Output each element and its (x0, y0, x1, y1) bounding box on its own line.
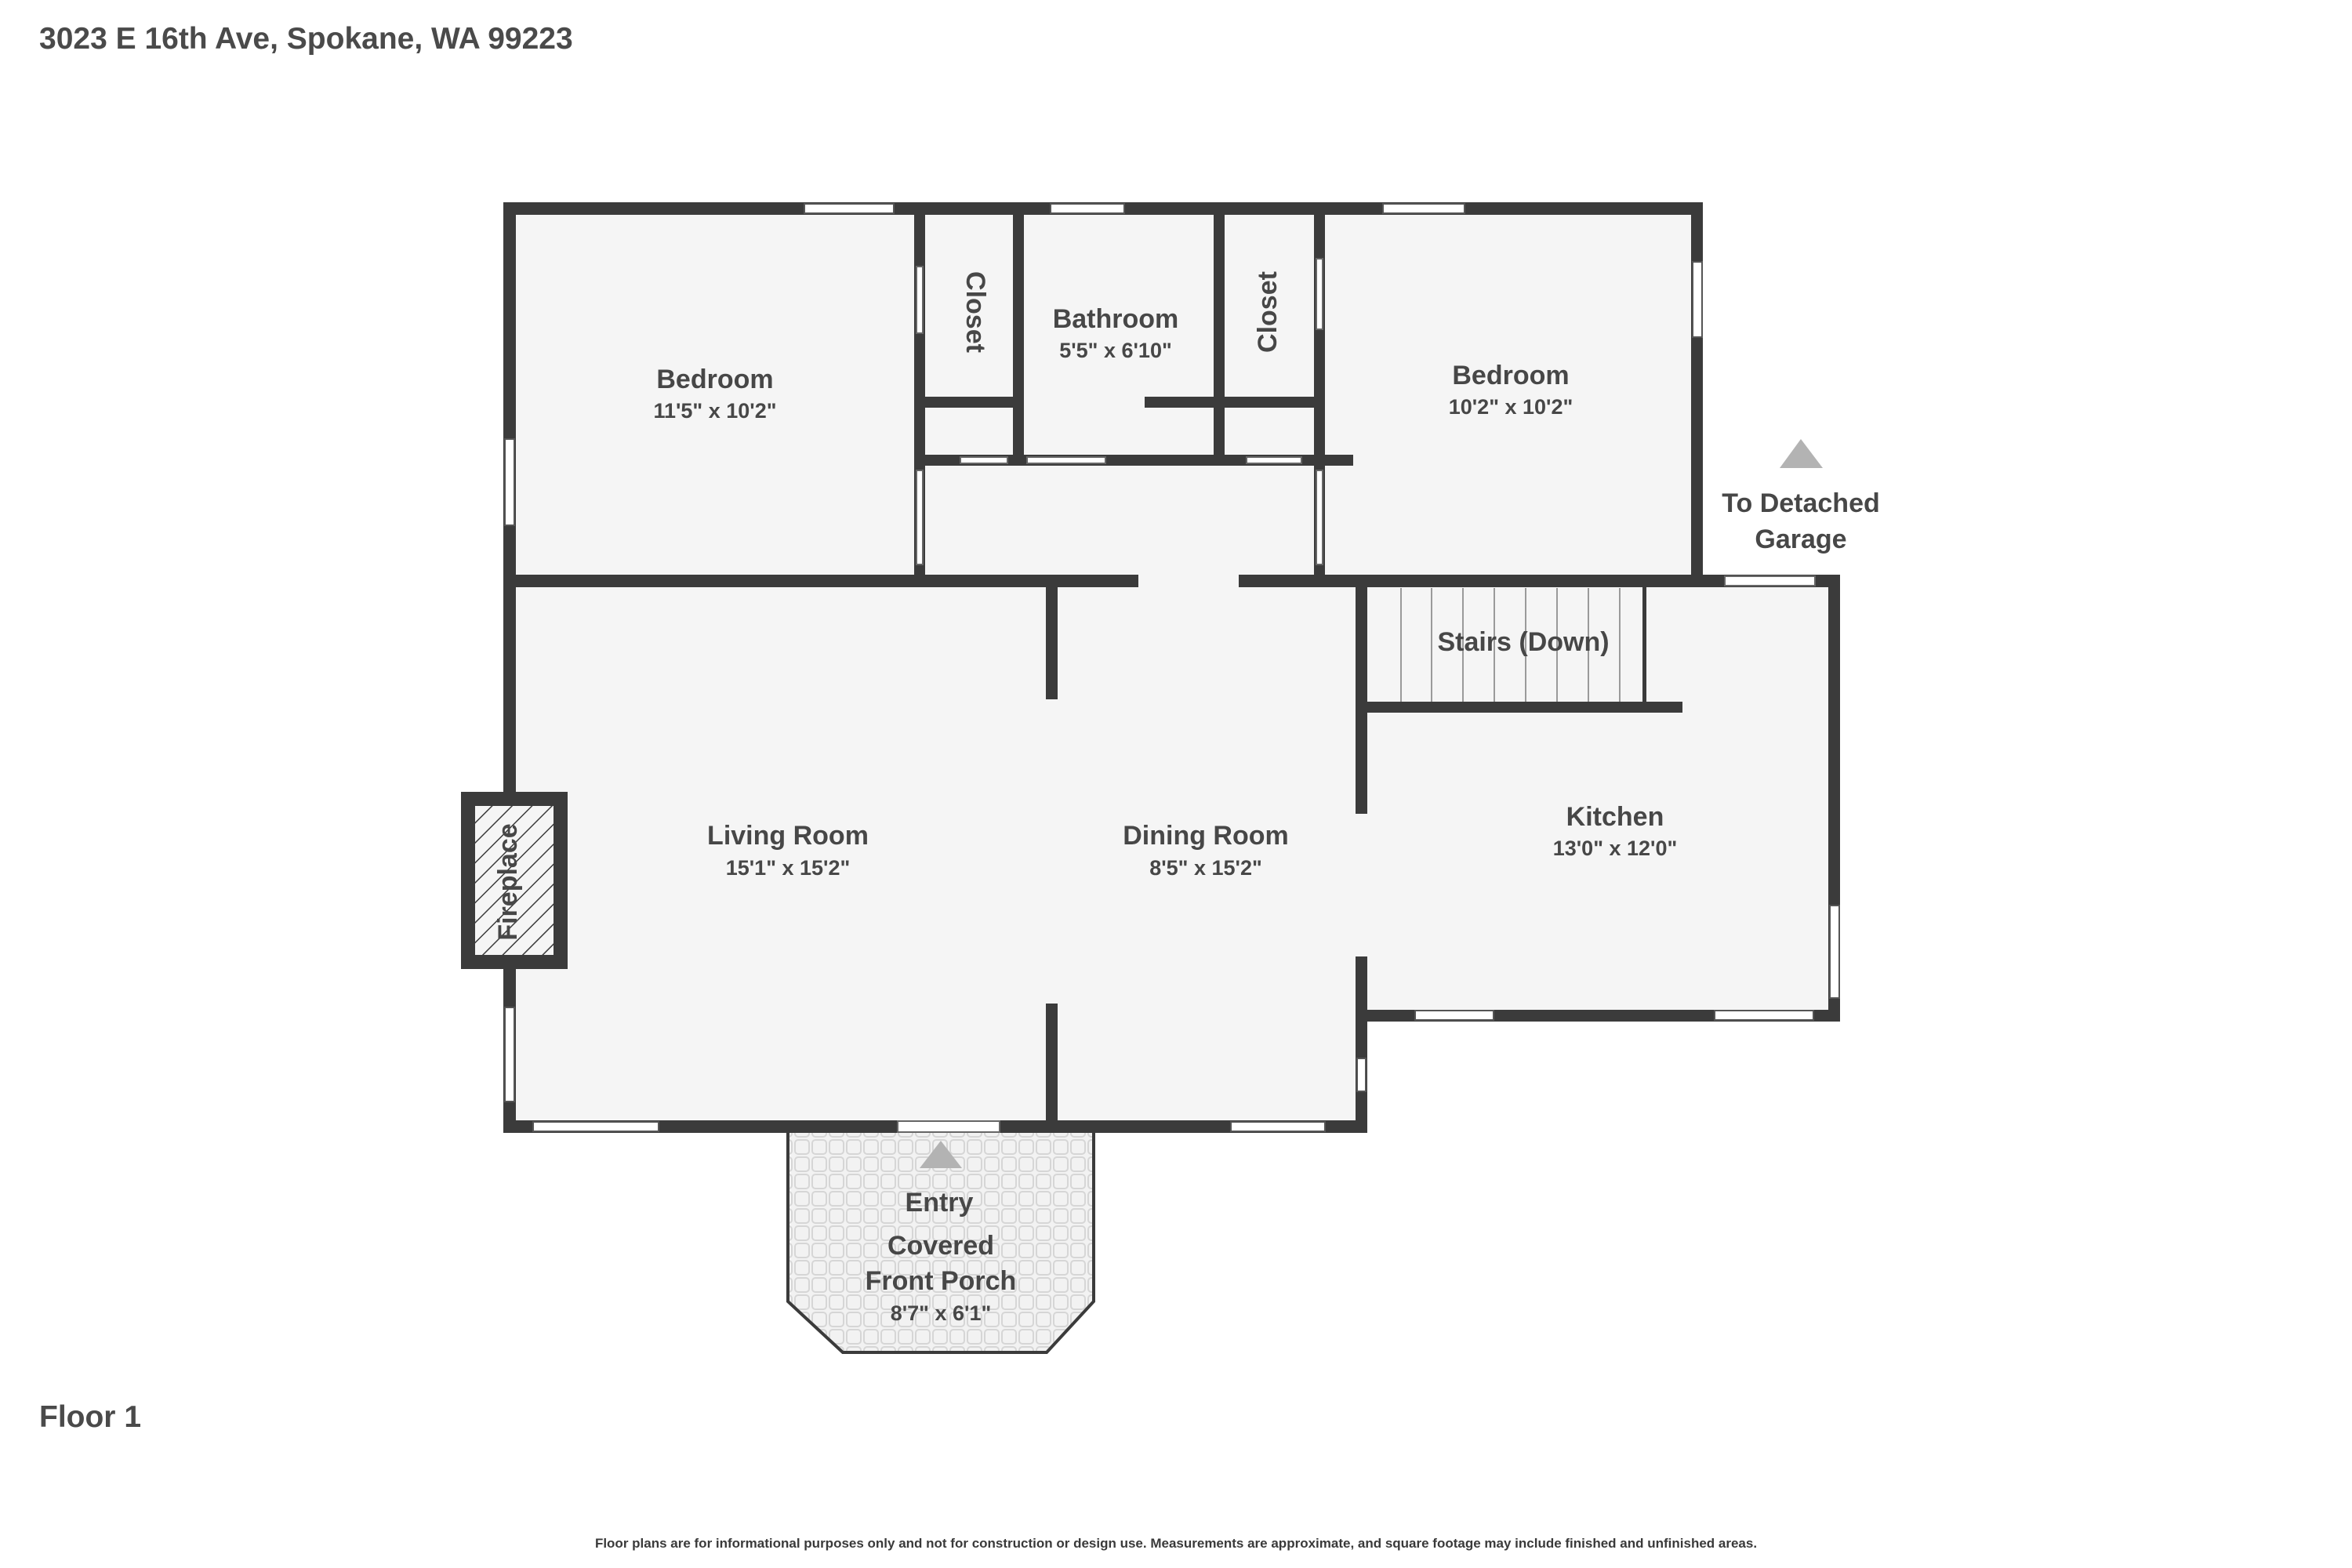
garage-label-line2: Garage (1755, 524, 1846, 554)
opening-edges (897, 258, 1816, 1133)
fireplace-label: Fireplace (493, 823, 523, 940)
room-name-porch-line1: Covered (887, 1231, 994, 1261)
windows (504, 203, 1840, 1132)
room-name-stairs: Stairs (Down) (1437, 627, 1609, 657)
room-name-bedroom-left: Bedroom (656, 365, 773, 394)
room-dims-porch: 8'7" x 6'1" (891, 1301, 992, 1325)
address-title: 3023 E 16th Ave, Spokane, WA 99223 (39, 22, 573, 56)
room-name-entry: Entry (906, 1188, 974, 1218)
door-openings (898, 259, 1815, 1133)
garage-arrow-icon (1780, 439, 1823, 468)
entry-arrow-icon (920, 1141, 962, 1168)
room-name-living-room: Living Room (707, 821, 869, 851)
room-dims-bathroom: 5'5" x 6'10" (1059, 339, 1172, 362)
room-name-bathroom: Bathroom (1053, 304, 1179, 334)
room-dims-bedroom-right: 10'2" x 10'2" (1449, 395, 1573, 419)
floor-fills (510, 208, 1839, 1354)
room-dims-bedroom-left: 11'5" x 10'2" (653, 399, 776, 423)
floor-label: Floor 1 (39, 1400, 142, 1434)
room-name-dining-room: Dining Room (1123, 821, 1289, 851)
disclaimer-text: Floor plans are for informational purpos… (594, 1536, 1758, 1551)
room-name-kitchen: Kitchen (1566, 802, 1664, 832)
garage-label-line1: To Detached (1722, 488, 1880, 518)
stair-treads (1400, 588, 1621, 707)
room-name-closet-left: Closet (960, 271, 990, 353)
room-name-closet-right: Closet (1253, 271, 1283, 353)
room-dims-dining-room: 8'5" x 15'2" (1149, 856, 1262, 880)
room-name-bedroom-right: Bedroom (1452, 361, 1569, 390)
room-dims-kitchen: 13'0" x 12'0" (1553, 837, 1678, 860)
room-dims-living-room: 15'1" x 15'2" (726, 856, 851, 880)
room-name-porch-line2: Front Porch (866, 1266, 1017, 1296)
fireplace-hatch (475, 806, 554, 955)
